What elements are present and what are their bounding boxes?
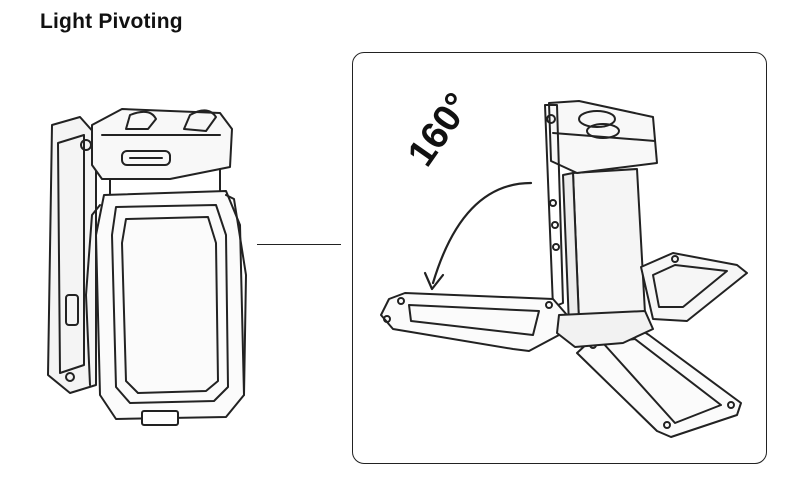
page-title: Light Pivoting: [40, 10, 183, 33]
pivot-detail-panel: [352, 52, 767, 464]
folded-light-illustration: [30, 95, 250, 440]
callout-line: [257, 244, 341, 245]
pivoted-light-drawing: [380, 100, 748, 438]
folded-light-drawing: [47, 108, 247, 426]
